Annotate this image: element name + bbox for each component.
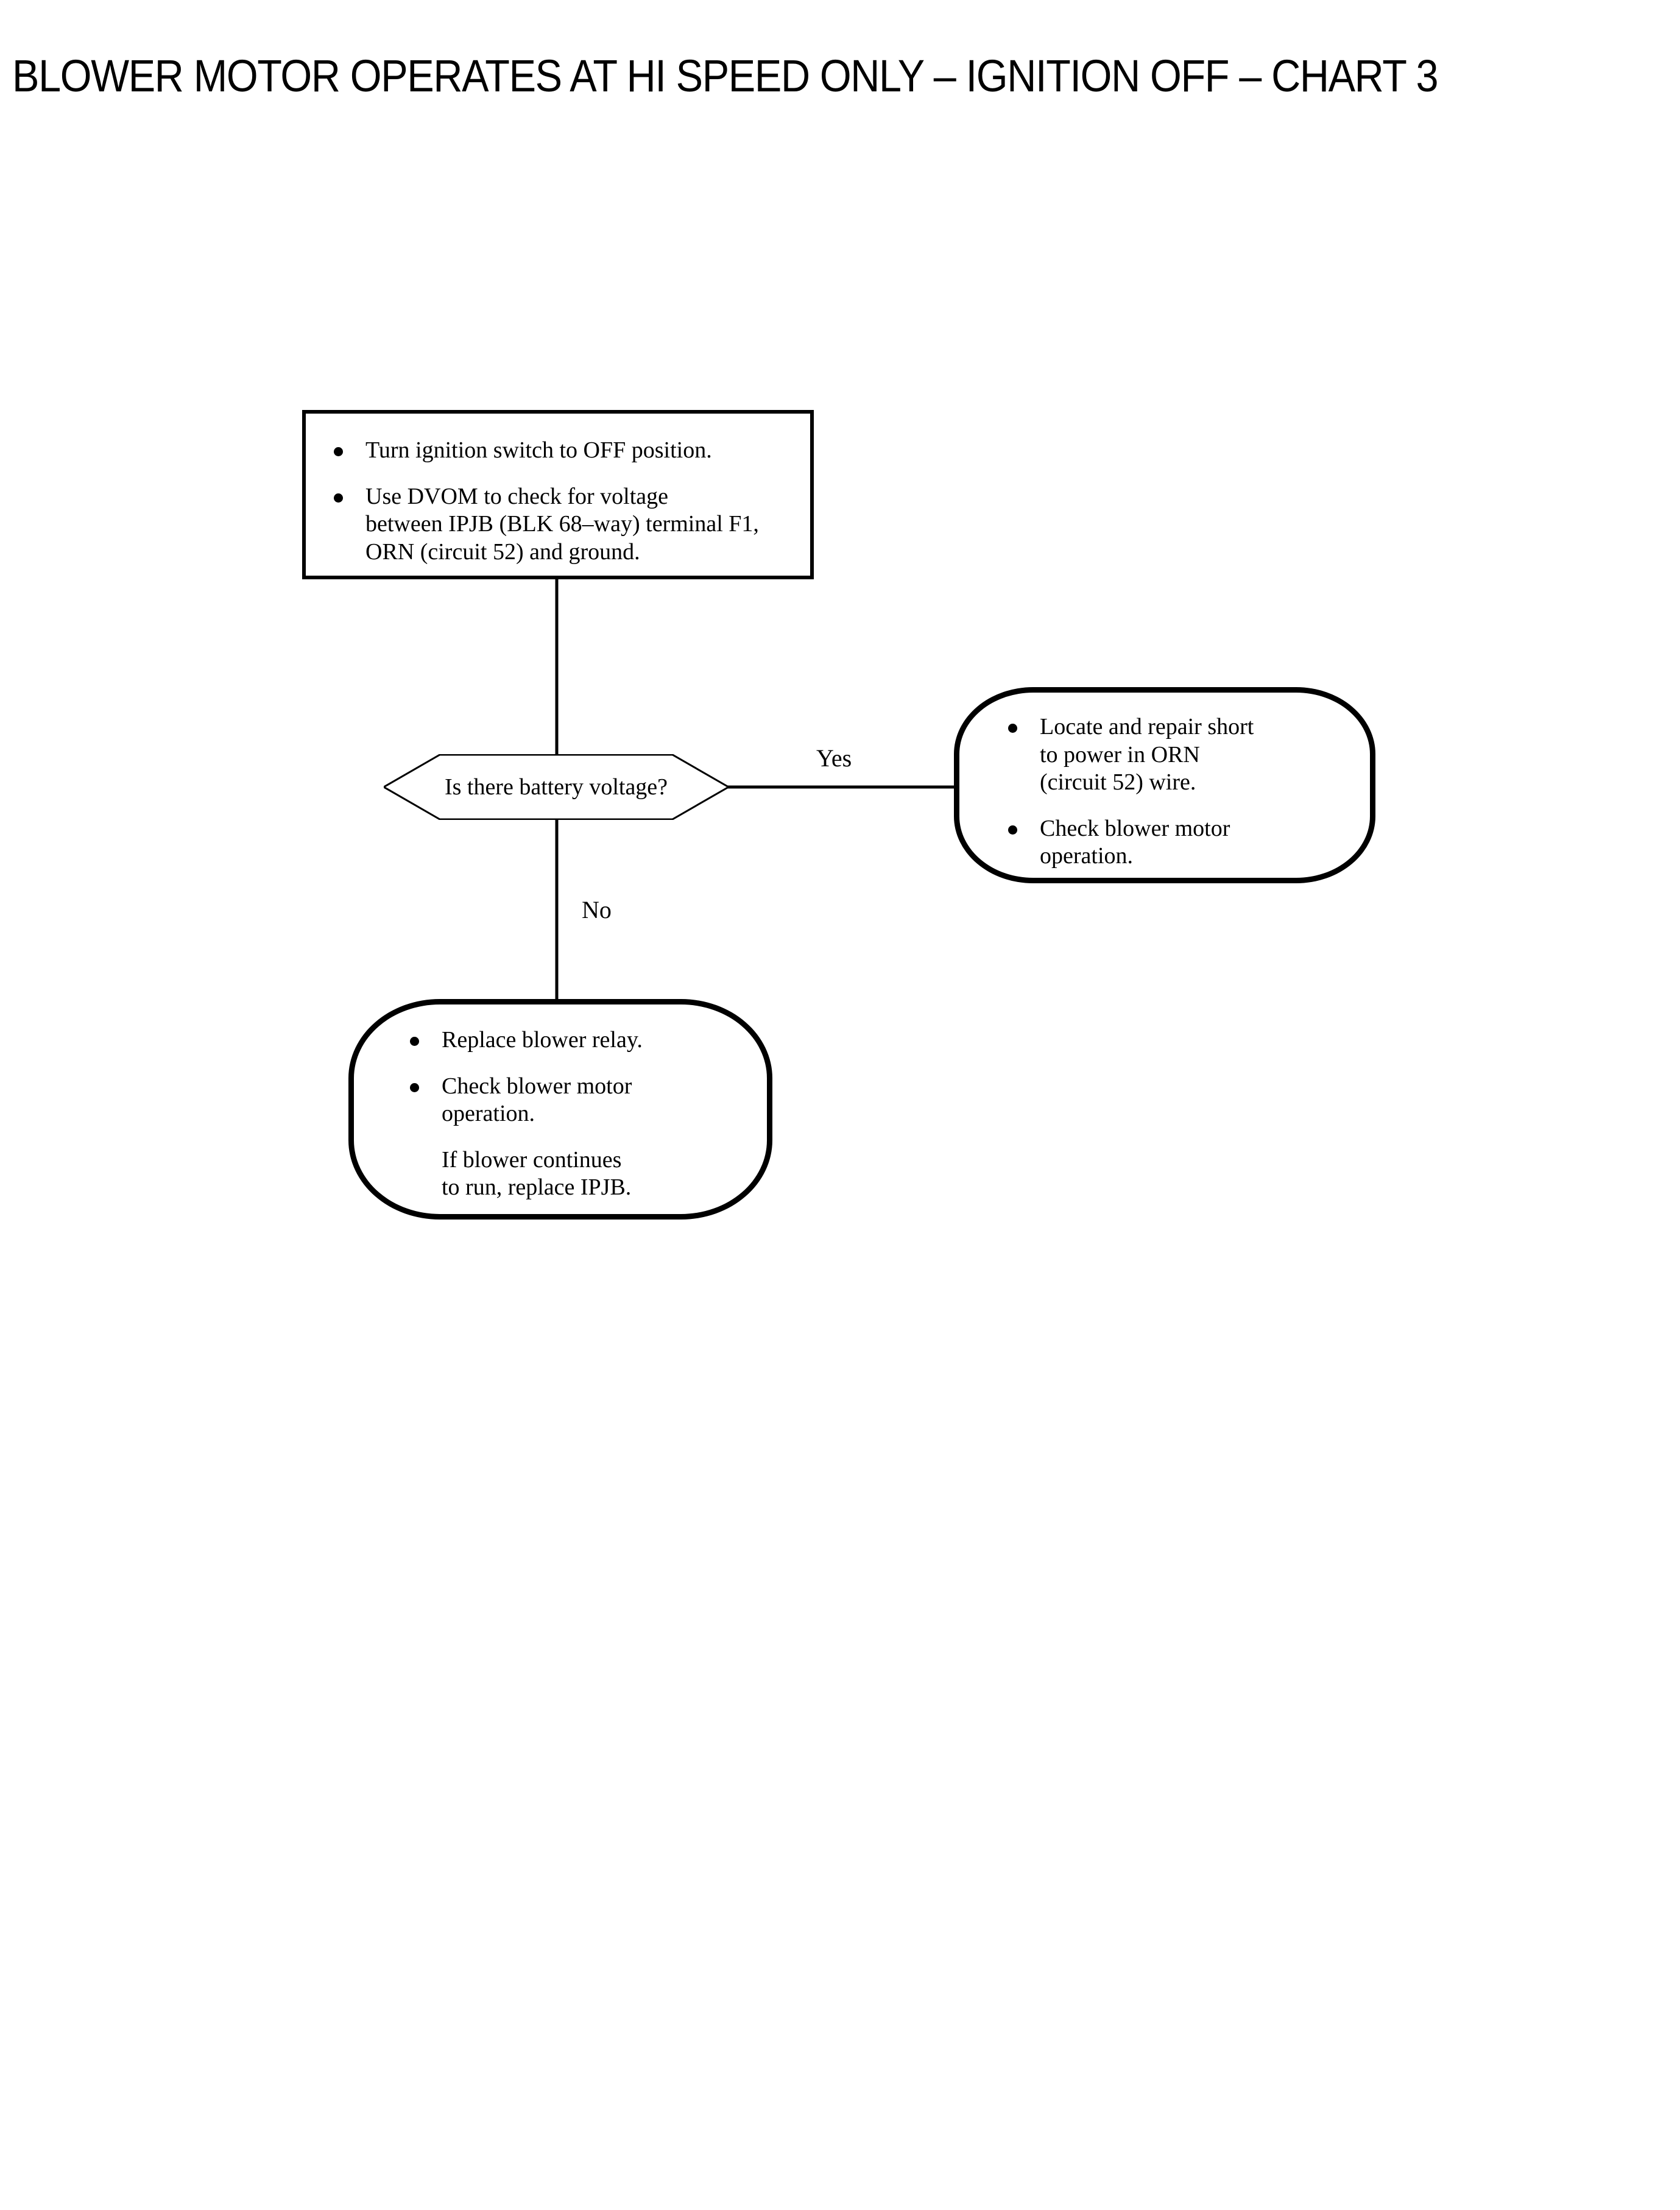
list-item: Check blower motor operation. (1006, 815, 1370, 870)
list-item: Use DVOM to check for voltage between IP… (331, 483, 810, 567)
step-box-check-voltage: Turn ignition switch to OFF position. Us… (302, 410, 814, 579)
edge-label-yes: Yes (816, 744, 852, 772)
bullet-dot-icon (334, 447, 343, 456)
note-line: If blower continues (442, 1146, 622, 1173)
bullet-line: operation. (442, 1101, 535, 1127)
list-item: Replace blower relay. (408, 1026, 767, 1054)
bullet-line: Use DVOM to check for voltage (365, 483, 669, 509)
list-item-note: If blower continues to run, replace IPJB… (408, 1146, 767, 1202)
bullet-dot-icon (1008, 724, 1017, 733)
bullet-dot-icon (410, 1037, 419, 1046)
bullet-line: ORN (circuit 52) and ground. (365, 538, 640, 565)
bullet-line: Check blower motor (1040, 815, 1230, 841)
decision-label: Is there battery voltage? (444, 774, 668, 800)
bullet-line: Replace blower relay. (442, 1027, 643, 1053)
bullet-line: Check blower motor (442, 1073, 632, 1099)
terminal-no-bullet-list: Replace blower relay. Check blower motor… (408, 1026, 767, 1202)
list-item: Check blower motor operation. (408, 1073, 767, 1128)
bullet-dot-icon (1008, 825, 1017, 835)
bullet-line: between IPJB (BLK 68–way) terminal F1, (365, 511, 759, 537)
bullet-line: operation. (1040, 843, 1134, 869)
terminal-node-replace-relay: Replace blower relay. Check blower motor… (348, 999, 772, 1220)
terminal-yes-bullet-list: Locate and repair short to power in ORN … (1006, 713, 1370, 870)
bullet-line: (circuit 52) wire. (1040, 769, 1196, 796)
bullet-line: Turn ignition switch to OFF position. (365, 437, 712, 463)
bullet-line: Locate and repair short (1040, 714, 1254, 740)
bullet-dot-icon (410, 1082, 419, 1092)
bullet-dot-icon (334, 493, 343, 503)
list-item: Turn ignition switch to OFF position. (331, 437, 810, 465)
list-item: Locate and repair short to power in ORN … (1006, 713, 1370, 797)
hexagon-shape (384, 755, 729, 819)
step-1-bullet-list: Turn ignition switch to OFF position. Us… (331, 437, 810, 566)
decision-node-battery-voltage: Is there battery voltage? (384, 754, 729, 820)
note-line: to run, replace IPJB. (442, 1174, 632, 1201)
page-title: BLOWER MOTOR OPERATES AT HI SPEED ONLY –… (12, 51, 1439, 101)
edge-label-no: No (582, 896, 612, 923)
bullet-line: to power in ORN (1040, 741, 1200, 768)
terminal-node-repair-short: Locate and repair short to power in ORN … (954, 687, 1375, 883)
